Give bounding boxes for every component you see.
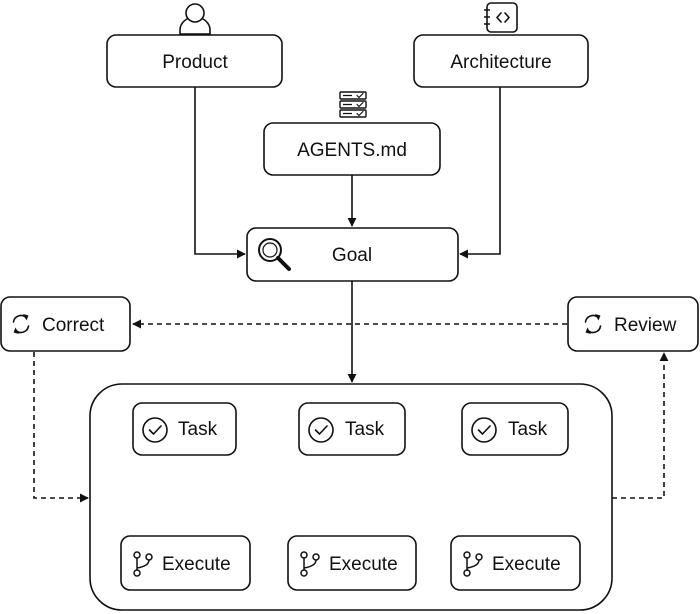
correct-box <box>0 296 131 352</box>
architecture-label: Architecture <box>450 52 551 73</box>
execute-label: Execute <box>329 554 398 575</box>
review-node[interactable]: Review <box>567 296 699 352</box>
execute-label: Execute <box>162 554 231 575</box>
review-label: Review <box>614 315 677 336</box>
architecture-box <box>413 34 589 88</box>
edge-architecture-to-goal <box>459 87 501 259</box>
refresh-icon <box>584 314 602 334</box>
magnifier-icon <box>258 238 291 271</box>
task-node[interactable]: Task <box>298 402 406 456</box>
execute-node[interactable]: Execute <box>450 535 581 591</box>
git-branch-icon <box>133 551 153 577</box>
goal-node[interactable]: Goal <box>246 227 459 282</box>
edge-product-to-goal <box>194 87 246 259</box>
review-box <box>567 296 699 352</box>
user-icon <box>179 3 211 35</box>
check-circle-icon <box>142 417 168 443</box>
edge-workspace-to-review <box>612 352 669 499</box>
git-branch-icon <box>463 551 483 577</box>
product-box <box>106 34 283 88</box>
execute-box <box>287 535 417 591</box>
agents-node[interactable]: AGENTS.md <box>263 91 441 176</box>
task-label: Task <box>508 419 548 440</box>
execute-box <box>450 535 581 591</box>
execute-box <box>120 535 251 591</box>
execute-node[interactable]: Execute <box>287 535 417 591</box>
git-branch-icon <box>300 551 320 577</box>
task-node[interactable]: Task <box>132 402 237 456</box>
check-circle-icon <box>471 417 497 443</box>
server-stack-icon <box>339 91 367 118</box>
execute-label: Execute <box>492 554 561 575</box>
product-node[interactable]: Product <box>106 3 283 88</box>
execute-node[interactable]: Execute <box>120 535 251 591</box>
goal-box <box>246 227 459 282</box>
correct-node[interactable]: Correct <box>0 296 131 352</box>
goal-label: Goal <box>332 245 372 266</box>
agents-box <box>263 122 441 176</box>
check-circle-icon <box>308 417 334 443</box>
architecture-node[interactable]: Architecture <box>413 2 589 88</box>
task-box <box>298 402 406 456</box>
task-box <box>461 402 569 456</box>
edge-correct-to-workspace <box>33 352 89 503</box>
agents-label: AGENTS.md <box>297 140 407 161</box>
task-node[interactable]: Task <box>461 402 569 456</box>
product-label: Product <box>162 52 228 73</box>
task-label: Task <box>345 419 385 440</box>
task-label: Task <box>178 419 218 440</box>
correct-label: Correct <box>42 315 105 336</box>
refresh-icon <box>12 314 30 334</box>
code-notebook-icon <box>484 2 518 33</box>
